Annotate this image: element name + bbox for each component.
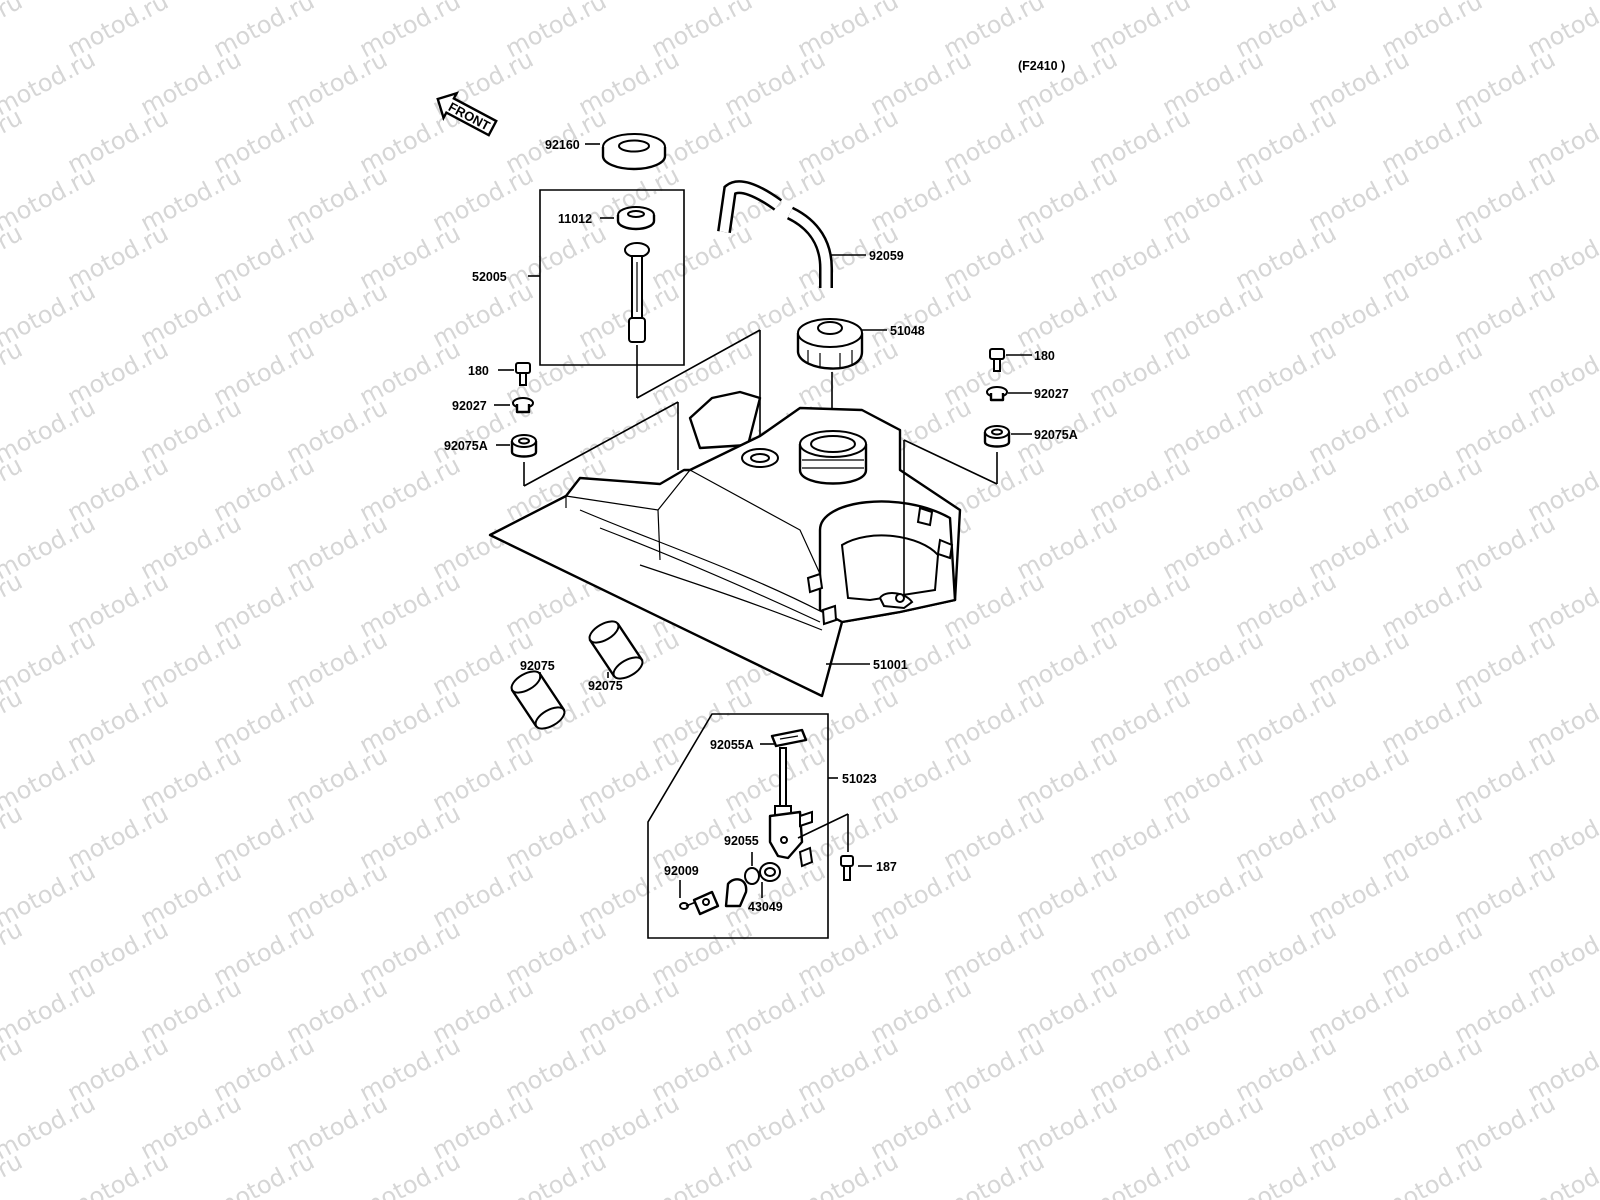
label-92075A-right: 92075A xyxy=(1034,428,1078,442)
label-51023: 51023 xyxy=(842,772,877,786)
part-92027-collar-left xyxy=(512,397,534,414)
label-92075A-left: 92075A xyxy=(444,439,488,453)
part-92055A-gasket xyxy=(770,728,808,748)
label-92059: 92059 xyxy=(869,249,904,263)
label-180-left: 180 xyxy=(468,364,489,378)
label-51001: 51001 xyxy=(873,658,908,672)
part-92009-screw xyxy=(679,901,697,910)
part-92075A-damper-left xyxy=(510,434,538,458)
part-187-bolt xyxy=(840,855,854,881)
label-92009: 92009 xyxy=(664,864,699,878)
part-fuel-gauge xyxy=(624,242,650,343)
part-92055-o-ring xyxy=(744,867,760,885)
label-92055: 92055 xyxy=(724,834,759,848)
part-51048-fuel-cap xyxy=(796,318,864,370)
label-43049: 43049 xyxy=(748,900,783,914)
part-180-bolt-left xyxy=(515,362,531,386)
label-187: 187 xyxy=(876,860,897,874)
part-92075-sleeve-right xyxy=(588,620,644,680)
label-92027-right: 92027 xyxy=(1034,387,1069,401)
part-92160-ring xyxy=(601,133,667,171)
label-92027-left: 92027 xyxy=(452,399,487,413)
part-180-bolt-right xyxy=(989,348,1005,372)
part-92027-collar-right xyxy=(986,386,1008,402)
label-52005: 52005 xyxy=(472,270,507,284)
label-92075-left: 92075 xyxy=(520,659,555,673)
label-180-right: 180 xyxy=(1034,349,1055,363)
part-92059-hose xyxy=(717,180,833,288)
reference-code: (F2410 ) xyxy=(1018,59,1065,73)
part-92075-sleeve-left xyxy=(510,670,566,730)
part-92075A-damper-right xyxy=(983,425,1011,448)
part-tap-lever-plate xyxy=(692,878,748,916)
label-92075-right: 92075 xyxy=(588,679,623,693)
label-11012: 11012 xyxy=(558,212,592,226)
part-11012-seal xyxy=(616,206,656,231)
part-51001-fuel-tank xyxy=(488,390,962,698)
label-92055A: 92055A xyxy=(710,738,754,752)
part-fuel-tap xyxy=(768,747,814,868)
label-51048: 51048 xyxy=(890,324,925,338)
part-43049-filter xyxy=(759,862,781,882)
label-92160: 92160 xyxy=(545,138,580,152)
